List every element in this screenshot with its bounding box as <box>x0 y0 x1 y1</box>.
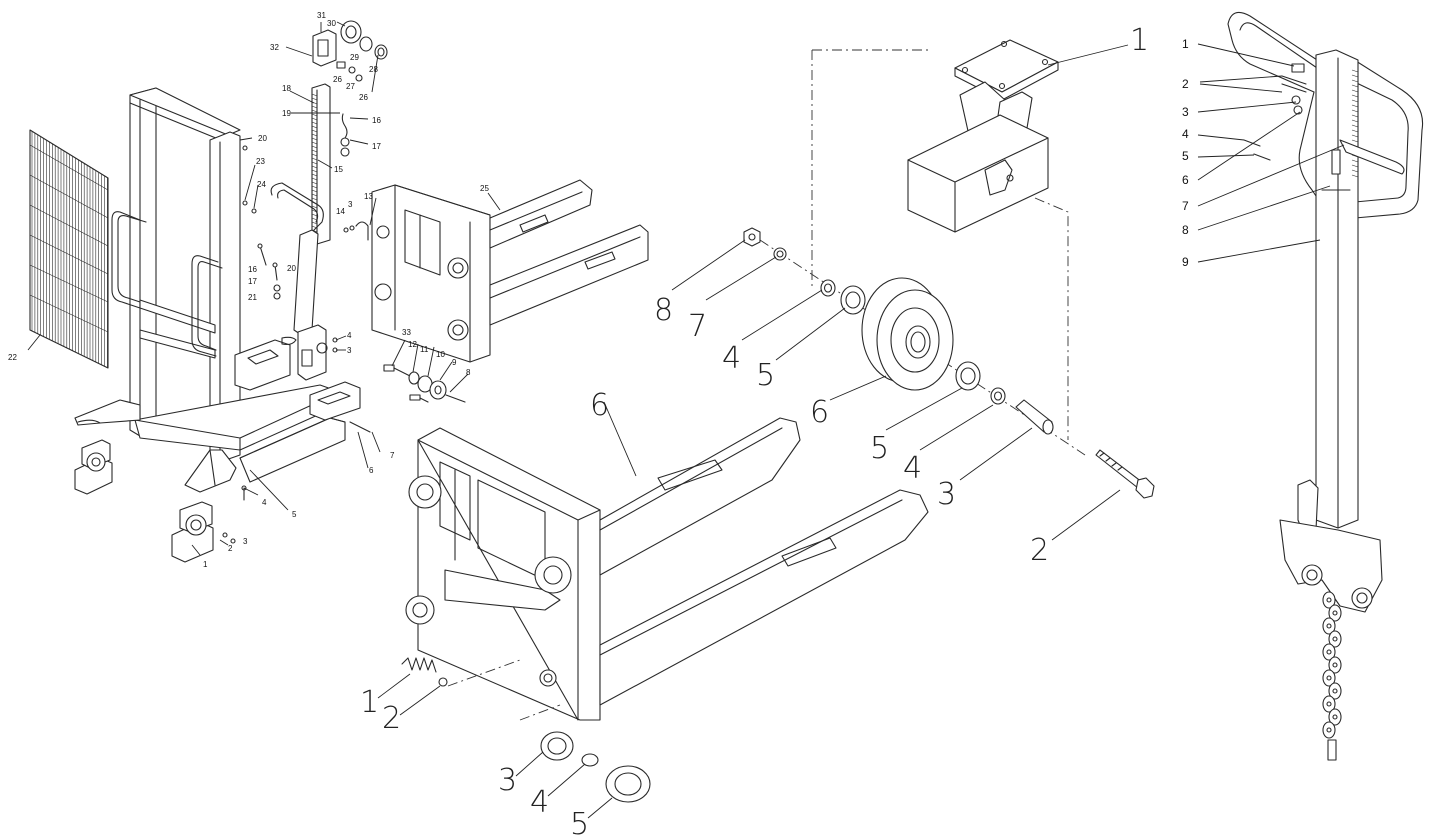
label-32: 32 <box>270 43 279 52</box>
wheel-label-5: 5 <box>756 358 775 393</box>
wheel-label-2: 2 <box>1030 533 1049 568</box>
label-30: 30 <box>327 19 336 28</box>
label-8: 8 <box>466 368 471 377</box>
handle-label-6: 6 <box>1182 173 1189 187</box>
label-1: 1 <box>203 560 208 569</box>
label-33: 33 <box>402 328 411 337</box>
label-24: 24 <box>257 180 266 189</box>
wheel-label-1: 1 <box>1130 23 1149 58</box>
wheel-label-6: 6 <box>810 395 829 430</box>
label-20b: 20 <box>287 264 296 273</box>
handle-label-9: 9 <box>1182 255 1189 269</box>
stacker-part-numbers: 1 2 3 4 5 6 7 8 9 10 11 12 13 14 3 15 16… <box>8 11 489 569</box>
label-2: 2 <box>228 544 233 553</box>
label-7: 7 <box>390 451 395 460</box>
label-21: 21 <box>248 293 257 302</box>
tiller-handle-assembly: 1 2 3 4 5 6 7 8 9 <box>1182 11 1424 761</box>
label-10: 10 <box>436 350 445 359</box>
handle-label-2: 2 <box>1182 77 1189 91</box>
label-29: 29 <box>350 53 359 62</box>
fork-bearings <box>540 731 651 803</box>
stacker-leader-lines <box>27 21 501 556</box>
label-17b: 17 <box>248 277 257 286</box>
label-12: 12 <box>408 340 417 349</box>
label-20: 20 <box>258 134 267 143</box>
label-5: 5 <box>292 510 297 519</box>
caster-front <box>171 501 214 563</box>
label-23: 23 <box>256 157 265 166</box>
small-hardware <box>222 145 466 544</box>
stacker-fork-carriage <box>371 179 649 363</box>
fork-label-2: 2 <box>382 701 401 736</box>
label-11: 11 <box>420 345 429 354</box>
handle-label-5: 5 <box>1182 149 1189 163</box>
ball-spring <box>401 657 448 687</box>
label-9: 9 <box>452 358 457 367</box>
handle-label-1: 1 <box>1182 37 1189 51</box>
label-25: 25 <box>480 184 489 193</box>
label-19: 19 <box>282 109 291 118</box>
stacker-assembly: 1 2 3 4 5 6 7 8 9 10 11 12 13 14 3 15 16… <box>8 11 649 569</box>
label-31: 31 <box>317 11 326 20</box>
fork-label-4: 4 <box>530 785 549 820</box>
wheel-label-4: 4 <box>722 341 741 376</box>
label-28: 28 <box>369 65 378 74</box>
handle-label-8: 8 <box>1182 223 1189 237</box>
load-wheel-assembly: 8 7 4 5 6 5 4 3 2 1 <box>654 23 1155 568</box>
handle-label-7: 7 <box>1182 199 1189 213</box>
label-6: 6 <box>369 466 374 475</box>
wheel-label-8: 8 <box>654 293 673 328</box>
label-18: 18 <box>282 84 291 93</box>
label-22: 22 <box>8 353 17 362</box>
label-17: 17 <box>372 142 381 151</box>
label-16: 16 <box>372 116 381 125</box>
handle-label-3: 3 <box>1182 105 1189 119</box>
fork-label-3: 3 <box>498 763 517 798</box>
wheel-label-5b: 5 <box>870 431 889 466</box>
pallet-fork-assembly: 1 2 3 4 5 6 <box>360 388 929 840</box>
wheel-label-4b: 4 <box>903 451 922 486</box>
wheel-label-7: 7 <box>688 309 707 344</box>
label-15: 15 <box>334 165 343 174</box>
label-3b: 3 <box>348 200 353 209</box>
label-13: 13 <box>364 192 373 201</box>
mesh-guard <box>29 129 109 369</box>
label-26b: 26 <box>359 93 368 102</box>
caster-left <box>74 439 113 495</box>
wheel-label-3: 3 <box>937 477 956 512</box>
label-27: 27 <box>346 82 355 91</box>
label-26a: 26 <box>333 75 342 84</box>
pump-handle <box>270 182 328 381</box>
fork-label-1: 1 <box>360 685 379 720</box>
label-4b: 4 <box>347 331 352 340</box>
label-3: 3 <box>243 537 248 546</box>
label-14: 14 <box>336 207 345 216</box>
label-16b: 16 <box>248 265 257 274</box>
fork-label-6: 6 <box>590 388 609 423</box>
handle-label-4: 4 <box>1182 127 1189 141</box>
fork-label-5: 5 <box>570 807 589 840</box>
label-4: 4 <box>262 498 267 507</box>
label-3c: 3 <box>347 346 352 355</box>
mast-frame <box>74 87 361 493</box>
